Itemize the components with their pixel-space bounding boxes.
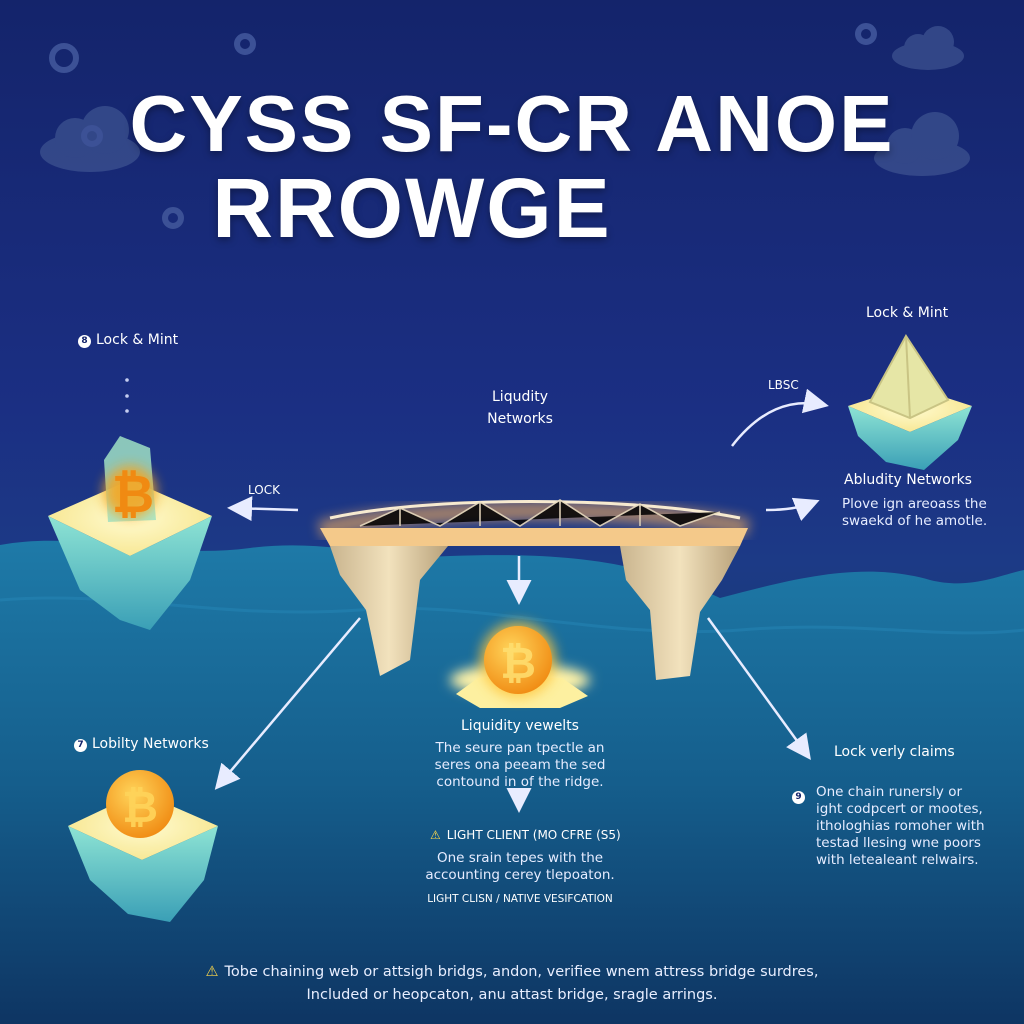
light-client-heading: ⚠LIGHT CLIENT (MO CFRE (S5): [430, 828, 621, 842]
floating-island-left-top: [48, 436, 212, 630]
light-client-native-label: LIGHT CLISN / NATIVE VESIFCATION: [427, 893, 613, 905]
step-number: 8: [78, 335, 91, 348]
bitcoin-icon: ₿: [112, 466, 154, 524]
abludity-description: Plove ign areoass the swaekd of he amotl…: [842, 496, 988, 529]
label-liquidity-networks-top: Liqudity Networks: [487, 389, 553, 427]
center-description: The seure pan tpectle an seres ona peeam…: [434, 740, 606, 790]
label-lock-mint-right: Lock & Mint: [866, 305, 949, 321]
step-number: 9: [792, 791, 805, 804]
footer-line1: ⚠Tobe chaining web or attsigh bridgs, an…: [205, 964, 819, 980]
right-description: 9 One chain runersly or ight codpcert or…: [792, 784, 985, 869]
ocean: [0, 540, 1024, 1024]
label-lock: LOCK: [248, 483, 280, 497]
bridge: [317, 499, 750, 680]
label-liquidity-vewelts: Liquidity vewelts: [461, 718, 579, 734]
step-number: 7: [74, 739, 87, 752]
warning-icon: ⚠: [205, 964, 219, 980]
label-abludity-networks: Abludity Networks: [844, 472, 972, 488]
bitcoin-icon: ₿: [480, 622, 556, 698]
label-lock-verly-claims: Lock verly claims: [834, 744, 955, 760]
dotted-connector: [125, 378, 129, 413]
footer-line2: Included or heopcaton, anu attast bridge…: [306, 987, 718, 1003]
label-lbsc: LBSC: [768, 378, 799, 392]
arrow: [214, 388, 829, 813]
svg-text:₿: ₿: [500, 639, 536, 688]
light-client-description: One srain tepes with the accounting cere…: [425, 850, 615, 883]
bitcoin-icon: ₿: [106, 770, 174, 838]
cloud-icon: [874, 112, 970, 176]
gear-icon: [49, 23, 877, 229]
crystal-icon: [868, 334, 950, 420]
cloud-icon: [892, 26, 964, 70]
svg-text:₿: ₿: [112, 466, 154, 524]
main-title-line1: CYSS SF-CR ANOE: [129, 79, 895, 168]
svg-text:₿: ₿: [122, 783, 158, 832]
warning-icon: ⚠: [430, 828, 441, 842]
main-title-line2: RROWGE: [212, 161, 612, 255]
